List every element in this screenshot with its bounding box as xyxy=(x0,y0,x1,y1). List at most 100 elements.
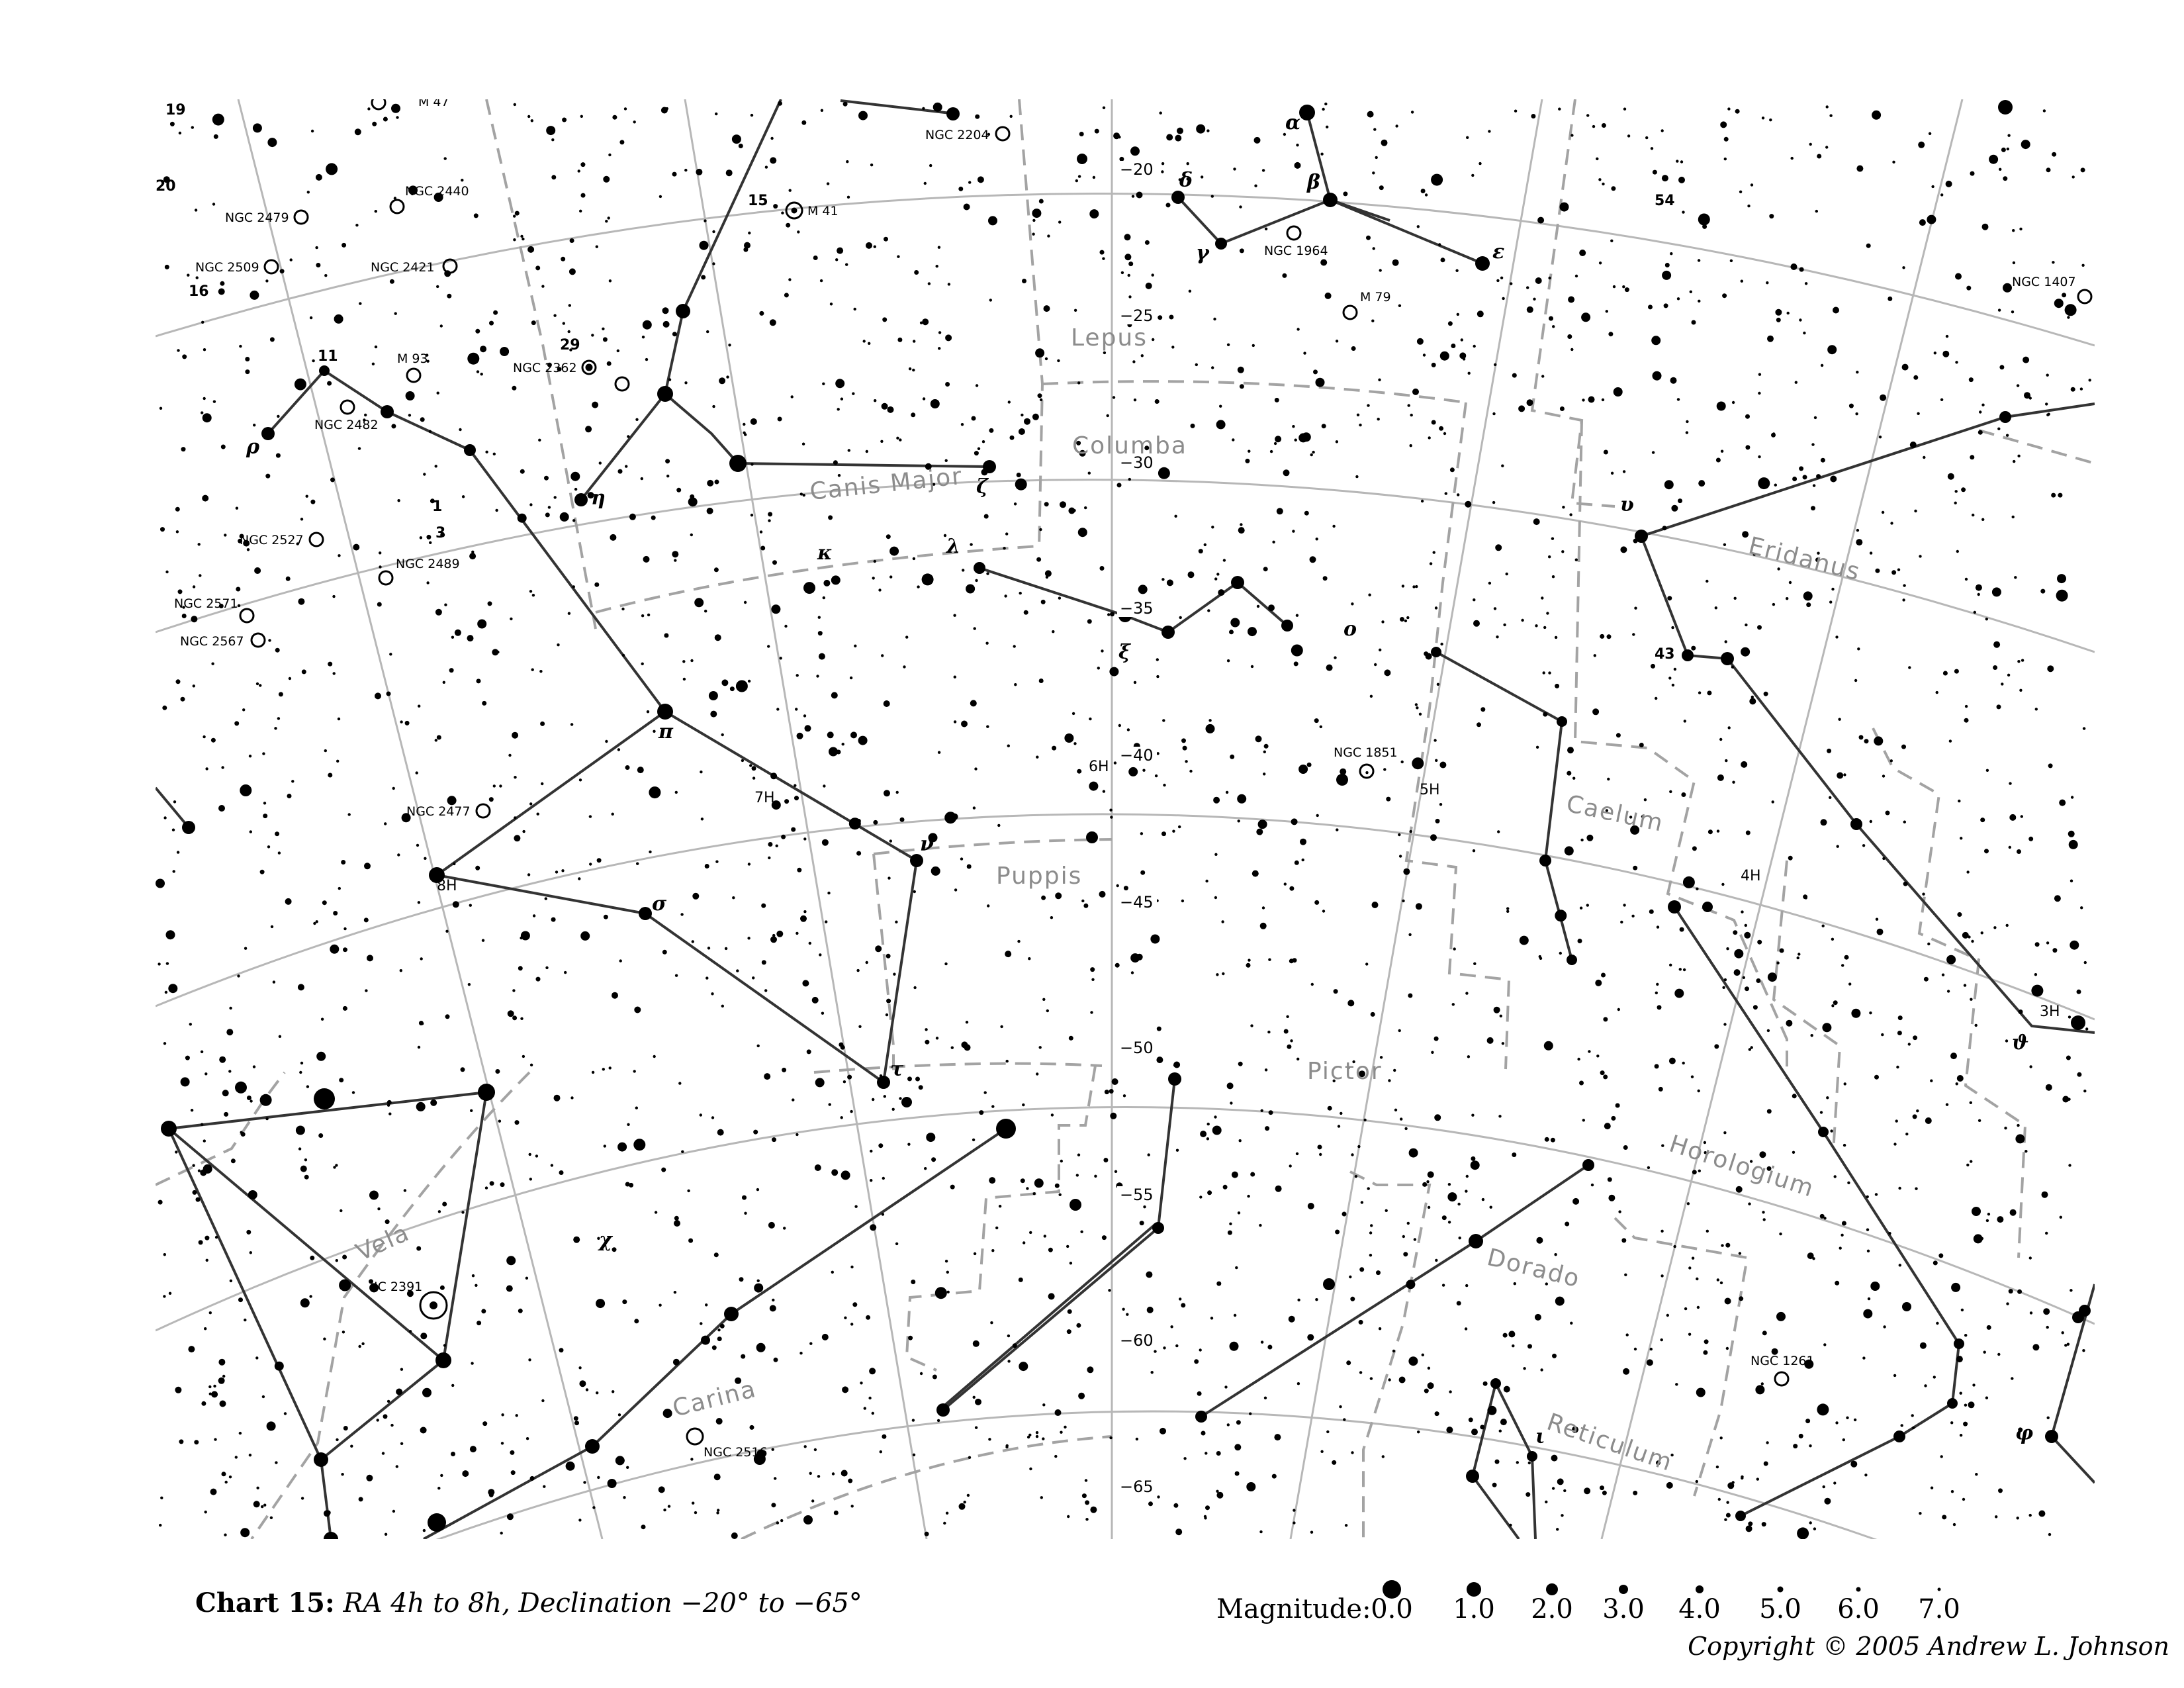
star xyxy=(1412,757,1424,770)
mag-label-6: 6.0 xyxy=(1837,1594,1880,1624)
star xyxy=(369,1279,373,1284)
star xyxy=(741,1354,746,1359)
star xyxy=(1611,186,1616,191)
chart-caption: Chart 15: RA 4h to 8h, Declination −20° … xyxy=(195,1587,862,1618)
star xyxy=(1927,942,1931,946)
star xyxy=(1489,1205,1492,1209)
star xyxy=(662,949,667,955)
star xyxy=(781,211,784,214)
star xyxy=(747,679,751,683)
star xyxy=(1189,769,1193,773)
star xyxy=(692,892,700,900)
star xyxy=(1526,306,1533,313)
star xyxy=(1029,1467,1032,1471)
star xyxy=(218,805,225,812)
star xyxy=(1067,1309,1072,1314)
star xyxy=(1314,900,1320,905)
star xyxy=(1090,1506,1097,1513)
star xyxy=(2012,261,2016,265)
star xyxy=(1367,1187,1370,1190)
star xyxy=(1381,139,1388,146)
star xyxy=(1559,951,1562,955)
star xyxy=(719,377,726,385)
star xyxy=(1670,377,1677,384)
dec-label-45: −45 xyxy=(1120,893,1154,912)
star xyxy=(205,767,208,771)
star xyxy=(754,1283,764,1293)
star xyxy=(2012,229,2015,232)
star xyxy=(731,1532,738,1539)
star xyxy=(817,631,823,636)
star xyxy=(1866,1249,1870,1253)
star xyxy=(1779,948,1784,953)
star xyxy=(1481,1197,1485,1201)
star xyxy=(1833,1000,1838,1006)
star xyxy=(2051,492,2056,498)
star xyxy=(1260,1109,1263,1113)
star xyxy=(1856,528,1860,532)
star xyxy=(1766,1109,1772,1114)
star xyxy=(1722,986,1725,990)
star xyxy=(539,670,543,673)
star xyxy=(1866,243,1871,248)
star xyxy=(760,545,766,551)
star xyxy=(1406,616,1410,620)
star-label-iota: ι xyxy=(1535,1425,1545,1448)
star xyxy=(672,1358,680,1366)
star xyxy=(1248,627,1257,637)
star xyxy=(224,1111,229,1117)
star xyxy=(347,813,351,816)
star xyxy=(1751,695,1754,699)
dec-label-50: −50 xyxy=(1120,1039,1154,1057)
star xyxy=(213,134,218,139)
star xyxy=(275,453,281,458)
star xyxy=(191,126,194,129)
star xyxy=(837,247,844,254)
star xyxy=(782,1067,787,1072)
star xyxy=(1373,128,1377,131)
star xyxy=(389,653,392,656)
star xyxy=(158,962,161,966)
star xyxy=(1825,105,1829,109)
star xyxy=(428,430,432,433)
chart-caption-text: RA 4h to 8h, Declination −20° to −65° xyxy=(343,1588,862,1618)
star xyxy=(694,598,704,608)
star xyxy=(1562,506,1565,509)
star xyxy=(1480,1425,1485,1430)
star xyxy=(561,869,565,872)
star xyxy=(756,1342,766,1352)
star xyxy=(1420,499,1424,503)
star xyxy=(522,829,525,833)
star xyxy=(200,1169,207,1176)
star xyxy=(831,575,841,585)
star xyxy=(165,930,175,940)
bright-star xyxy=(1466,1470,1479,1483)
star xyxy=(2040,588,2046,594)
star xyxy=(1044,502,1049,507)
star xyxy=(1936,1321,1939,1325)
star xyxy=(471,1274,475,1278)
star xyxy=(1350,1296,1355,1301)
star xyxy=(1205,724,1215,733)
star xyxy=(911,412,916,418)
star xyxy=(1817,551,1820,555)
star xyxy=(1222,559,1226,562)
star xyxy=(717,1129,724,1136)
star xyxy=(965,1021,969,1024)
star xyxy=(874,399,877,402)
star xyxy=(1735,109,1740,114)
star xyxy=(375,692,381,700)
star xyxy=(1925,1117,1932,1124)
star-label-chi: χ xyxy=(598,1229,614,1252)
star xyxy=(1540,1368,1543,1372)
star xyxy=(598,461,602,465)
star xyxy=(603,1145,606,1148)
star xyxy=(1459,352,1467,359)
star xyxy=(495,1069,500,1074)
star xyxy=(1116,483,1122,488)
star xyxy=(2017,454,2021,457)
star xyxy=(1292,425,1295,428)
star xyxy=(854,644,857,647)
star xyxy=(261,1395,265,1399)
star xyxy=(975,114,980,119)
